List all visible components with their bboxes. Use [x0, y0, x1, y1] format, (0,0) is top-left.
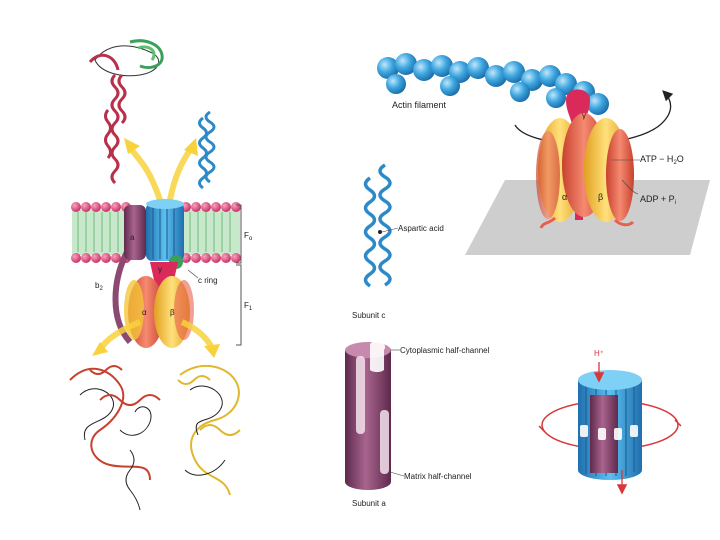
label-gamma-top: γ — [582, 111, 586, 120]
cytoplasmic-channel — [356, 356, 365, 434]
label-matrix-half-channel: Matrix half-channel — [404, 472, 472, 481]
label-alpha: α — [142, 308, 147, 317]
label-subunit-a: Subunit a — [352, 499, 386, 508]
subunit-c-panel: Aspartic acid Subunit c — [352, 165, 444, 320]
delta-subunit-ribbon — [90, 41, 162, 183]
subunit-c-helix-top — [200, 112, 215, 188]
matrix-channel — [380, 410, 389, 474]
label-atp-h2o: ATP − H2O — [640, 154, 684, 166]
label-a: a — [130, 233, 135, 242]
beta-subunit-ribbon — [178, 366, 240, 495]
f1-hexamer-top — [536, 113, 634, 222]
label-alpha-top: α — [562, 192, 567, 202]
label-b2: b2 — [95, 281, 103, 292]
label-h-plus: H⁺ — [594, 349, 604, 358]
label-subunit-c: Subunit c — [352, 311, 385, 320]
label-c-ring: c ring — [198, 276, 218, 285]
proton-flow-panel: H⁺ — [539, 349, 681, 492]
label-fo: Fo — [244, 231, 253, 242]
alpha-subunit-ribbon — [70, 366, 160, 510]
label-actin-filament: Actin filament — [392, 100, 447, 110]
label-aspartic-acid: Aspartic acid — [398, 224, 444, 233]
label-f1: F1 — [244, 301, 253, 312]
subunit-a-block — [124, 205, 146, 260]
subunit-a-panel: Cytoplasmic half-channel Matrix half-cha… — [345, 341, 490, 508]
label-cytoplasmic-half-channel: Cytoplasmic half-channel — [400, 346, 490, 355]
yellow-arrows-up — [124, 138, 198, 200]
c-ring — [146, 199, 184, 261]
label-beta: β — [170, 308, 175, 317]
label-gamma: γ — [158, 265, 162, 274]
label-beta-top: β — [598, 192, 603, 202]
left-panel: Fo F1 a b2 γ α β c ring — [70, 41, 253, 510]
